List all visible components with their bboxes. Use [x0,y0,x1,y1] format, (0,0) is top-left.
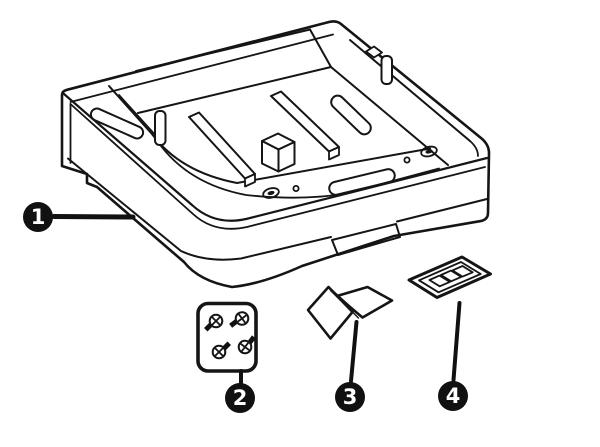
positioning-peg-left [154,110,167,146]
rim-slot [365,45,383,59]
label-sticker-drawing [407,255,492,299]
front-rim-recess [328,168,396,196]
screw-icon [211,341,231,360]
callout-4-leader [451,301,462,382]
instruction-sheet-drawing [306,285,394,340]
screw-icon [237,335,256,355]
right-guide-slot [330,94,372,136]
callout-4-badge: 4 [438,381,468,411]
callout-1-leader [51,214,136,220]
drawer-grip-notch [331,223,401,256]
center-block [261,132,296,173]
screw-pack-drawing [196,301,258,373]
callout-3-badge: 3 [335,382,365,412]
callout-2-badge: 2 [225,383,255,413]
positioning-peg-right [380,55,393,85]
screw-holes [262,145,438,199]
screw-icon [204,313,224,332]
interior-guide-rails [188,90,340,188]
cassette-unit-drawing [60,20,491,289]
callout-1-badge: 1 [23,202,53,232]
callout-3-leader [349,320,359,383]
left-guide-slot [89,107,145,140]
screw-icon [229,311,250,328]
